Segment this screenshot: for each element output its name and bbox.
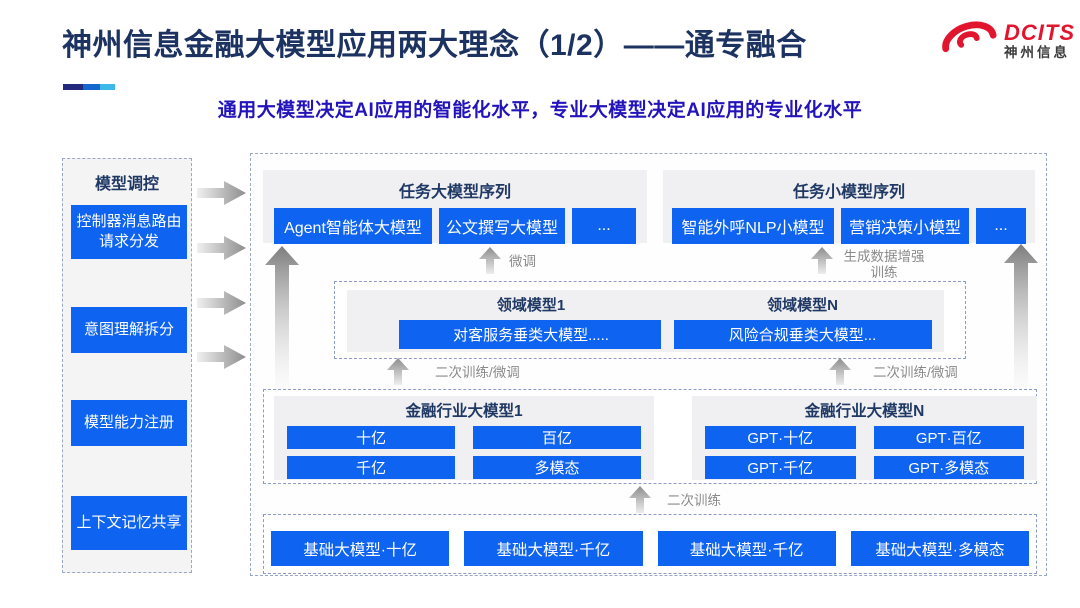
industry-model-1-panel: 金融行业大模型1 十亿 百亿 千亿 多模态 [274,396,654,480]
domain-model-n-title: 领域模型N [767,297,838,314]
model-box-risk-compliance: 风险合规垂类大模型... [673,320,932,349]
logo-swirl-icon [938,18,998,64]
task-large-model-panel: 任务大模型序列 Agent智能体大模型 公文撰写大模型 ... [263,170,647,244]
tall-up-arrow-icon [265,246,299,389]
model-box-document: 公文撰写大模型 [439,208,565,244]
domain-model-1-title: 领域模型1 [496,297,566,314]
tall-up-arrow-icon [1004,244,1038,389]
retrain-finetune-label: 二次训练/微调 [873,365,958,380]
model-box-gpt-100b: GPT·千亿 [705,456,856,479]
industry-model-1-title: 金融行业大模型1 [405,403,523,420]
augment-label: 生成数据增强训练 [843,249,925,281]
model-box-more: ... [572,208,636,244]
model-box-more: ... [976,208,1026,244]
base-models-container: 基础大模型·十亿 基础大模型·千亿 基础大模型·千亿 基础大模型·多模态 [263,514,1037,574]
model-box-base-100b: 基础大模型·千亿 [464,531,643,566]
finetune-label: 微调 [509,254,536,269]
bar-segment-dark [63,84,83,90]
model-box-nlp-call: 智能外呼NLP小模型 [672,208,834,244]
model-box-base-multi: 基础大模型·多模态 [850,531,1029,566]
logo-brand-cn: 神州信息 [1004,45,1070,61]
retrain-finetune-label: 二次训练/微调 [435,365,520,380]
up-arrow-icon [479,247,501,274]
model-box-multi: 多模态 [473,456,641,479]
model-control-sidebar: 模型调控 控制器消息路由请求分发 意图理解拆分 模型能力注册 上下文记忆共享 [62,158,192,573]
sidebar-item-register: 模型能力注册 [71,400,187,446]
model-box-base-100b2: 基础大模型·千亿 [657,531,836,566]
right-arrow-icon [197,344,246,370]
model-box-customer-service: 对客服务垂类大模型..... [399,320,663,349]
title-accent-bar [63,84,115,90]
model-box-10b: 百亿 [473,426,641,449]
model-box-base-1b: 基础大模型·十亿 [271,531,450,566]
model-box-gpt-10b: GPT·百亿 [873,426,1024,449]
diagram-container: 任务大模型序列 Agent智能体大模型 公文撰写大模型 ... 任务小模型序列 … [250,153,1047,576]
company-logo: DCITS 神州信息 [938,18,1075,64]
bar-segment-mid [83,84,100,90]
up-arrow-icon [387,358,409,385]
right-arrow-icon [197,180,246,206]
logo-brand-text: DCITS [1004,20,1075,46]
industry-model-n-panel: 金融行业大模型N GPT·十亿 GPT·百亿 GPT·千亿 GPT·多模态 [692,396,1037,480]
model-box-gpt-multi: GPT·多模态 [873,456,1024,479]
up-arrow-icon [629,486,651,513]
model-box-100b: 千亿 [287,456,455,479]
domain-model-n-panel: 领域模型N 风险合规垂类大模型... [661,290,944,352]
domain-models-container: 领域模型1 对客服务垂类大模型..... 领域模型N 风险合规垂类大模型... [334,281,966,359]
task-small-model-panel: 任务小模型序列 智能外呼NLP小模型 营销决策小模型 ... [663,170,1035,244]
right-arrow-icon [197,235,246,261]
right-arrow-icon [197,290,246,316]
model-box-1b: 十亿 [287,426,455,449]
task-large-model-title: 任务大模型序列 [398,184,511,201]
sidebar-item-router: 控制器消息路由请求分发 [71,205,187,259]
page-title: 神州信息金融大模型应用两大理念（1/2）——通专融合 [62,29,807,62]
industry-models-container: 金融行业大模型1 十亿 百亿 千亿 多模态 金融行业大模型N GPT·十亿 GP… [263,389,1037,484]
retrain-label: 二次训练 [667,493,721,508]
domain-model-1-panel: 领域模型1 对客服务垂类大模型..... [347,290,715,352]
up-arrow-icon [811,247,833,274]
sidebar-item-context: 上下文记忆共享 [71,496,187,550]
slide-subtitle: 通用大模型决定AI应用的智能化水平，专业大模型决定AI应用的专业化水平 [217,100,863,121]
sidebar-title: 模型调控 [94,176,159,193]
bar-segment-light [100,84,115,90]
model-box-agent: Agent智能体大模型 [274,208,432,244]
industry-model-n-title: 金融行业大模型N [804,403,925,420]
model-box-gpt-1b: GPT·十亿 [705,426,856,449]
up-arrow-icon [829,358,851,385]
model-box-marketing: 营销决策小模型 [841,208,969,244]
sidebar-item-intent: 意图理解拆分 [71,307,187,353]
task-small-model-title: 任务小模型序列 [792,184,905,201]
